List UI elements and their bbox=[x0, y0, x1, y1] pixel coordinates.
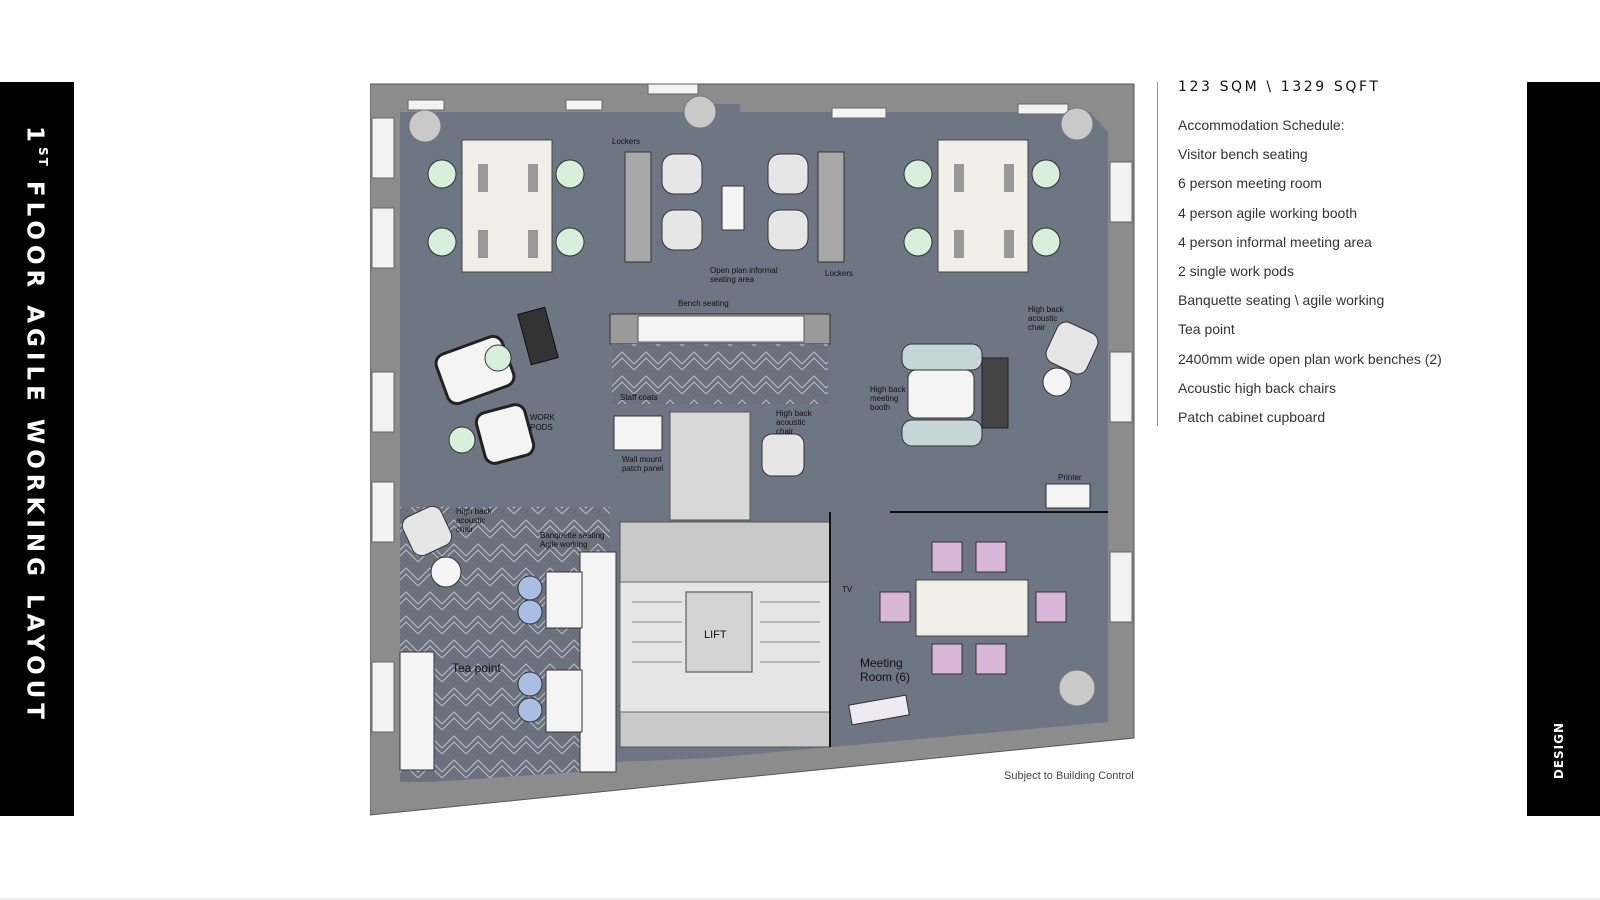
label-tea-point: Tea point bbox=[452, 661, 501, 675]
label-lift: LIFT bbox=[704, 629, 727, 641]
section-tag: DESIGN bbox=[1552, 722, 1566, 780]
label-booth-3: booth bbox=[870, 403, 890, 412]
high-back-chair-center bbox=[761, 433, 805, 477]
label-staff-coats: Staff coats bbox=[620, 393, 658, 402]
label-meeting-2: Room (6) bbox=[860, 670, 910, 684]
schedule-item: 4 person agile working booth bbox=[1178, 204, 1358, 221]
bottom-rule bbox=[0, 898, 1600, 900]
label-work-pods-2: PODS bbox=[530, 423, 553, 432]
label-hb-right-1: High back bbox=[1028, 305, 1065, 314]
label-banquette-2: Agile working bbox=[540, 540, 588, 549]
label-open-plan-2: seating area bbox=[710, 275, 755, 284]
meeting-room bbox=[829, 511, 1108, 747]
left-title-band bbox=[0, 82, 74, 816]
label-hb-left-3: chair bbox=[456, 525, 474, 534]
label-hb-left-1: High back bbox=[456, 507, 493, 516]
schedule-item: Acoustic high back chairs bbox=[1178, 379, 1336, 396]
label-printer: Printer bbox=[1058, 473, 1082, 482]
lobby-floor bbox=[612, 344, 828, 404]
windows bbox=[371, 83, 1133, 733]
label-hb-center-3: chair bbox=[776, 427, 794, 436]
page-title: 1ST FLOOR AGILE WORKING LAYOUT bbox=[21, 126, 50, 724]
label-bench-seating: Bench seating bbox=[678, 299, 729, 308]
meeting-booth bbox=[901, 343, 1009, 447]
schedule-item: 4 person informal meeting area bbox=[1178, 233, 1372, 250]
label-booth-1: High back bbox=[870, 385, 907, 394]
work-bench-left bbox=[427, 139, 585, 273]
label-hb-right-2: acoustic bbox=[1028, 314, 1057, 323]
title-ordinal-suffix: ST bbox=[36, 147, 50, 168]
accommodation-schedule: Accommodation Schedule: Visitor bench se… bbox=[1178, 115, 1442, 436]
high-back-chair-right bbox=[1042, 321, 1099, 397]
label-tv: TV bbox=[842, 585, 853, 594]
schedule-item: Banquette seating \ agile working bbox=[1178, 292, 1385, 309]
left-high-back-chair bbox=[401, 505, 462, 588]
staff-coats-cupboard bbox=[613, 415, 663, 451]
schedule-heading: Accommodation Schedule: bbox=[1178, 117, 1345, 133]
printer bbox=[1045, 483, 1091, 509]
label-meeting-1: Meeting bbox=[860, 656, 903, 670]
label-lockers-right: Lockers bbox=[825, 269, 853, 278]
bench-seating bbox=[609, 313, 831, 345]
informal-seating bbox=[661, 153, 809, 251]
label-work-pods-1: WORK bbox=[530, 413, 556, 422]
schedule-item: 2400mm wide open plan work benches (2) bbox=[1178, 350, 1442, 367]
building-control-note: Subject to Building Control bbox=[1004, 770, 1134, 782]
label-lockers-left: Lockers bbox=[612, 137, 640, 146]
schedule-item: 6 person meeting room bbox=[1178, 175, 1322, 192]
floor-plan: Lockers Lockers Open plan informal seati… bbox=[370, 83, 1135, 816]
building-core bbox=[619, 411, 831, 748]
banquette-seating bbox=[517, 551, 617, 773]
area-heading: 123 SQM \ 1329 SQFT bbox=[1178, 79, 1381, 95]
label-hb-right-3: chair bbox=[1028, 323, 1046, 332]
label-wall-mount-2: patch panel bbox=[622, 464, 664, 473]
title-text: FLOOR AGILE WORKING LAYOUT bbox=[21, 180, 48, 724]
schedule-item: Patch cabinet cupboard bbox=[1178, 408, 1326, 425]
work-pods bbox=[434, 306, 559, 465]
tea-point-counter bbox=[399, 651, 435, 771]
schedule-item: 2 single work pods bbox=[1178, 262, 1294, 279]
right-section-band bbox=[1527, 82, 1600, 816]
lockers bbox=[624, 151, 845, 263]
schedule-divider bbox=[1157, 82, 1158, 426]
label-open-plan-1: Open plan informal bbox=[710, 266, 778, 275]
label-hb-left-2: acoustic bbox=[456, 516, 485, 525]
work-bench-right bbox=[903, 139, 1061, 273]
label-banquette-1: Banquette seating bbox=[540, 531, 605, 540]
label-hb-center-2: acoustic bbox=[776, 418, 805, 427]
label-hb-center-1: High back bbox=[776, 409, 813, 418]
label-booth-2: meeting bbox=[870, 394, 898, 403]
schedule-item: Visitor bench seating bbox=[1178, 146, 1308, 163]
label-wall-mount-1: Wall mount bbox=[622, 455, 662, 464]
schedule-item: Tea point bbox=[1178, 321, 1235, 338]
title-ordinal-number: 1 bbox=[21, 126, 48, 148]
plant-icon bbox=[408, 95, 1096, 707]
